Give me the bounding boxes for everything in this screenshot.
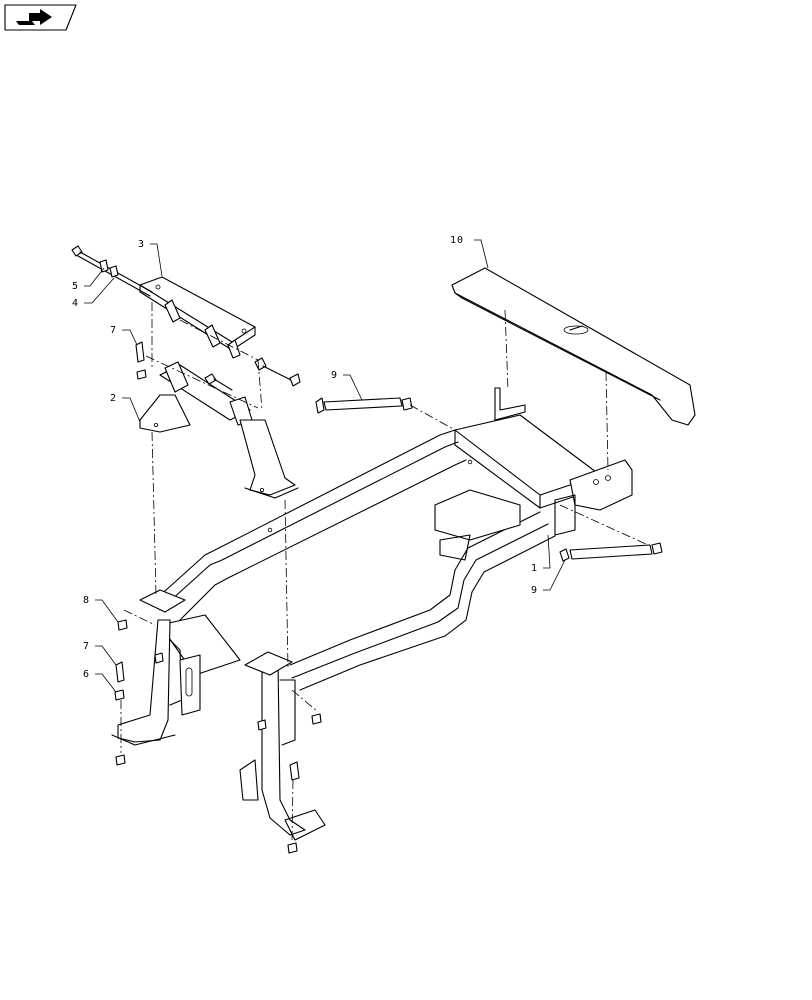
callout-7b: 7 [83,641,90,652]
callout-10: 10 [450,235,464,246]
callout-2: 2 [110,393,117,404]
callout-6: 6 [83,669,90,680]
bolt-and-washer [71,245,153,297]
callout-8: 8 [83,595,90,606]
callout-1: 1 [531,563,538,574]
callout-leaders [84,239,566,693]
gas-strut-lower [559,542,663,562]
callout-9b: 9 [531,585,538,596]
callout-3: 3 [138,239,145,250]
top-cover-panel [451,267,696,426]
callout-4: 4 [72,298,79,309]
main-frame [111,387,633,841]
pivot-bolts [204,357,301,391]
callout-labels: 3 5 4 7 2 9 10 1 9 8 7 6 [72,235,538,680]
small-hardware [114,341,322,854]
gas-strut-upper [315,397,413,414]
alignment-lines [120,302,649,841]
callout-5: 5 [72,281,79,292]
callout-9a: 9 [331,370,338,381]
hinge-bracket [139,361,299,499]
next-page-button[interactable] [4,4,77,31]
callout-7a: 7 [110,325,117,336]
mounting-plate [139,276,256,359]
next-page-arrow-icon [16,9,52,25]
